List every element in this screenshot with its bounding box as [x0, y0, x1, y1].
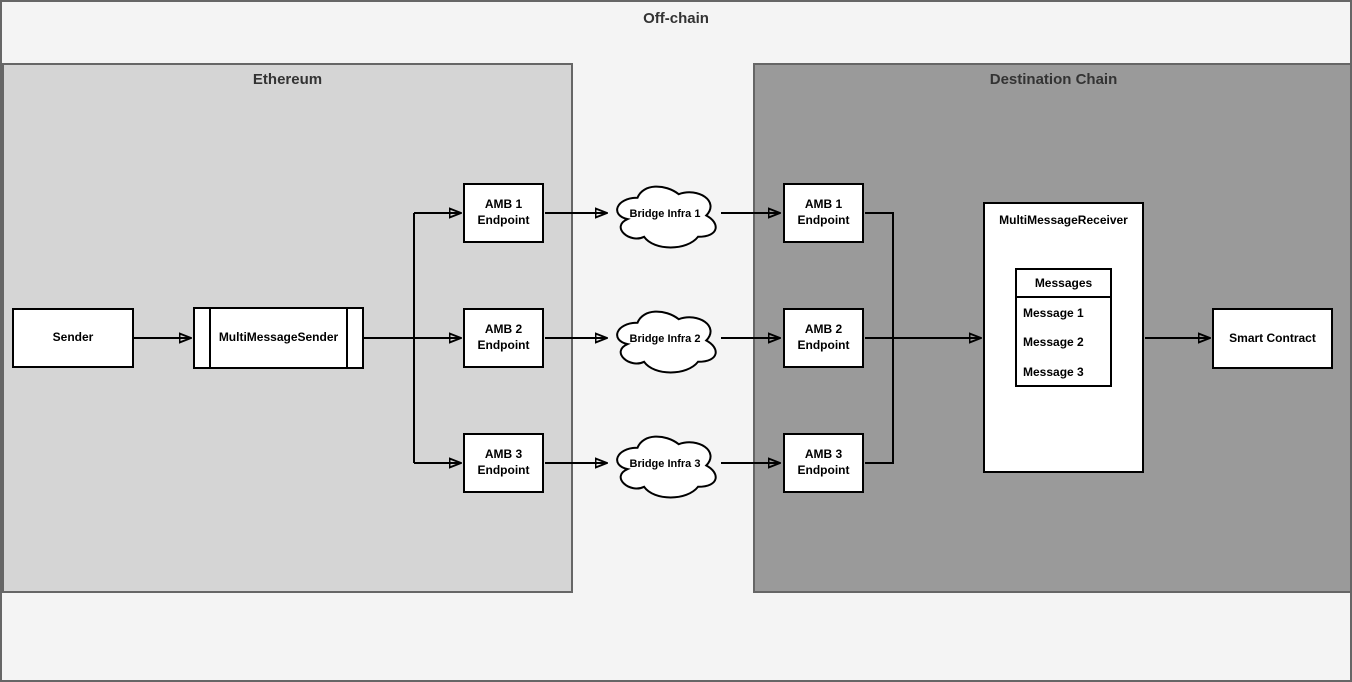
cloud-shape	[616, 185, 717, 249]
bridge-infra-1-label: Bridge Infra 1	[629, 207, 701, 220]
multi-message-sender-node: MultiMessageSender	[193, 307, 364, 369]
message-row: Message 1	[1023, 305, 1084, 320]
multi-message-receiver-title: MultiMessageReceiver	[999, 213, 1128, 227]
amb3-endpoint-source-node: AMB 3 Endpoint	[463, 433, 544, 493]
destination-chain-title: Destination Chain	[989, 71, 1118, 88]
messages-table-header: Messages	[1017, 270, 1110, 298]
amb1-endpoint-source-node: AMB 1 Endpoint	[463, 183, 544, 243]
process-bar-right	[346, 309, 348, 367]
sender-node: Sender	[12, 308, 134, 368]
multi-message-receiver-node: MultiMessageReceiver Messages Message 1 …	[983, 202, 1144, 473]
smart-contract-node: Smart Contract	[1212, 308, 1333, 369]
amb1-endpoint-destination-node: AMB 1 Endpoint	[783, 183, 864, 243]
process-bar-left	[209, 309, 211, 367]
messages-table: Messages Message 1 Message 2 Message 3	[1015, 268, 1112, 387]
bridge-infra-3-label: Bridge Infra 3	[629, 457, 701, 470]
amb2-endpoint-source-node: AMB 2 Endpoint	[463, 308, 544, 368]
amb3-endpoint-destination-node: AMB 3 Endpoint	[783, 433, 864, 493]
page-title: Off-chain	[643, 10, 709, 27]
message-row: Message 3	[1023, 364, 1084, 379]
bridge-infra-2-cloud: Bridge Infra 2	[608, 303, 722, 378]
cloud-shape	[616, 310, 717, 374]
cloud-shape	[616, 435, 717, 499]
bridge-infra-1-cloud: Bridge Infra 1	[608, 178, 722, 253]
amb2-endpoint-destination-node: AMB 2 Endpoint	[783, 308, 864, 368]
ethereum-title: Ethereum	[252, 71, 323, 88]
message-row: Message 2	[1023, 335, 1084, 350]
bridge-infra-3-cloud: Bridge Infra 3	[608, 428, 722, 503]
multi-message-sender-label: MultiMessageSender	[218, 330, 339, 345]
bridge-infra-2-label: Bridge Infra 2	[629, 332, 701, 345]
